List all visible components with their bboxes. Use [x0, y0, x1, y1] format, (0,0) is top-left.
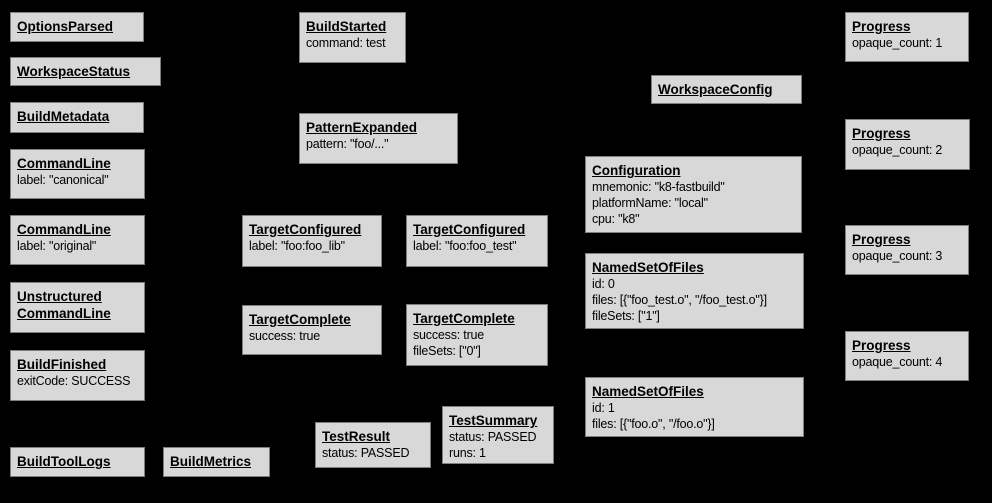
node-attribute: opaque_count: 3 — [852, 249, 943, 263]
node-target-complete-foo-test: TargetComplete success: true fileSets: [… — [406, 304, 548, 366]
node-attribute: runs: 1 — [449, 446, 486, 460]
node-title: TargetConfigured — [413, 222, 526, 237]
node-attribute: label: "foo:foo_lib" — [249, 239, 345, 253]
node-options-parsed: OptionsParsed — [10, 12, 144, 42]
node-attribute: command: test — [306, 36, 386, 50]
node-pattern-expanded: PatternExpanded pattern: "foo/..." — [299, 113, 458, 164]
node-attribute: id: 0 — [592, 277, 615, 291]
node-progress-3: Progress opaque_count: 3 — [845, 225, 969, 275]
node-named-set-of-files-0: NamedSetOfFiles id: 0 files: [{"foo_test… — [585, 253, 804, 329]
node-title: Unstructured — [17, 289, 102, 304]
node-attribute: cpu: "k8" — [592, 212, 640, 226]
node-attribute: status: PASSED — [449, 430, 537, 444]
node-progress-2: Progress opaque_count: 2 — [845, 119, 970, 170]
node-title: BuildMetrics — [170, 454, 252, 469]
node-attribute: exitCode: SUCCESS — [17, 374, 131, 388]
node-title: OptionsParsed — [17, 19, 114, 34]
node-build-finished: BuildFinished exitCode: SUCCESS — [10, 350, 145, 401]
node-title: WorkspaceStatus — [17, 64, 131, 79]
node-title: TestResult — [322, 429, 391, 444]
node-title: CommandLine — [17, 222, 111, 237]
node-attribute: files: [{"foo_test.o", "/foo_test.o"}] — [592, 293, 767, 307]
node-workspace-status: WorkspaceStatus — [10, 57, 161, 86]
node-test-summary: TestSummary status: PASSED runs: 1 — [442, 406, 554, 464]
node-title: TargetComplete — [249, 312, 351, 327]
node-title: PatternExpanded — [306, 120, 418, 135]
node-attribute: pattern: "foo/..." — [306, 137, 389, 151]
node-title: NamedSetOfFiles — [592, 384, 704, 399]
node-progress-4: Progress opaque_count: 4 — [845, 331, 969, 381]
node-attribute: platformName: "local" — [592, 196, 708, 210]
node-title: TargetConfigured — [249, 222, 362, 237]
node-attribute: files: [{"foo.o", "/foo.o"}] — [592, 417, 715, 431]
node-title: CommandLine — [17, 156, 111, 171]
node-title: CommandLine — [17, 306, 111, 321]
node-attribute: mnemonic: "k8-fastbuild" — [592, 180, 725, 194]
node-attribute: status: PASSED — [322, 446, 410, 460]
node-attribute: fileSets: ["1"] — [592, 309, 660, 323]
node-build-metadata: BuildMetadata — [10, 102, 144, 133]
node-target-complete-foo-lib: TargetComplete success: true — [242, 305, 382, 355]
node-title: NamedSetOfFiles — [592, 260, 704, 275]
node-title: BuildMetadata — [17, 109, 110, 124]
node-title: Progress — [852, 19, 911, 34]
node-attribute: label: "original" — [17, 239, 97, 253]
node-unstructured-command-line: Unstructured CommandLine — [10, 282, 145, 333]
node-build-tool-logs: BuildToolLogs — [10, 447, 145, 477]
node-command-line-canonical: CommandLine label: "canonical" — [10, 149, 145, 199]
node-target-configured-foo-test: TargetConfigured label: "foo:foo_test" — [406, 215, 548, 267]
node-build-metrics: BuildMetrics — [163, 447, 270, 477]
node-attribute: opaque_count: 4 — [852, 355, 943, 369]
node-attribute: label: "foo:foo_test" — [413, 239, 517, 253]
node-title: Configuration — [592, 163, 681, 178]
node-title: BuildStarted — [306, 19, 387, 34]
node-title: Progress — [852, 338, 911, 353]
node-command-line-original: CommandLine label: "original" — [10, 215, 145, 265]
node-title: WorkspaceConfig — [658, 82, 773, 97]
node-attribute: label: "canonical" — [17, 173, 109, 187]
node-target-configured-foo-lib: TargetConfigured label: "foo:foo_lib" — [242, 215, 382, 267]
node-configuration: Configuration mnemonic: "k8-fastbuild" p… — [585, 156, 802, 233]
node-progress-1: Progress opaque_count: 1 — [845, 12, 969, 62]
node-attribute: id: 1 — [592, 401, 615, 415]
node-title: TestSummary — [449, 413, 538, 428]
node-attribute: fileSets: ["0"] — [413, 344, 481, 358]
node-workspace-config: WorkspaceConfig — [651, 75, 802, 104]
node-attribute: success: true — [413, 328, 485, 342]
node-title: Progress — [852, 232, 911, 247]
node-attribute: opaque_count: 2 — [852, 143, 943, 157]
node-attribute: opaque_count: 1 — [852, 36, 943, 50]
node-title: BuildToolLogs — [17, 454, 111, 469]
node-title: TargetComplete — [413, 311, 515, 326]
node-title: BuildFinished — [17, 357, 107, 372]
node-named-set-of-files-1: NamedSetOfFiles id: 1 files: [{"foo.o", … — [585, 377, 804, 437]
node-test-result: TestResult status: PASSED — [315, 422, 431, 468]
node-build-started: BuildStarted command: test — [299, 12, 406, 63]
node-title: Progress — [852, 126, 911, 141]
node-attribute: success: true — [249, 329, 321, 343]
